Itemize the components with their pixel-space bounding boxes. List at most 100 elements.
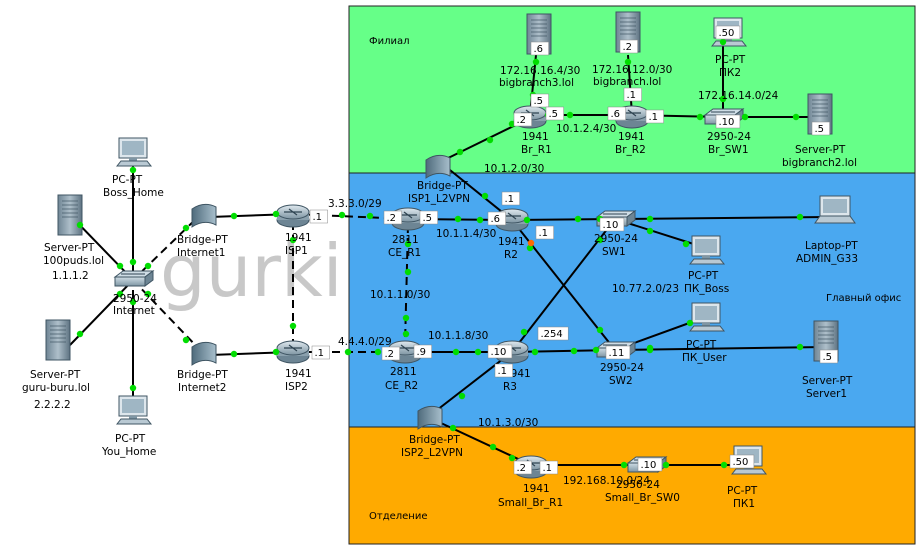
isp2-router-icon[interactable] [276, 340, 310, 364]
isp2-l2vpn-bridge-icon[interactable] [417, 405, 443, 430]
interface-tag-small-r1-vpn: .2 [513, 460, 532, 475]
label-r2-type: 1941 [498, 236, 525, 248]
labels: PC-PT Boss_Home Server-PT 100puds.lol 1.… [22, 54, 858, 510]
interface-tag-ce-r2-r3: .9 [413, 344, 432, 359]
port-dot [129, 166, 137, 174]
port-dot [570, 347, 578, 355]
port-dot [741, 113, 749, 121]
interface-tag-pc2: .50 [715, 25, 741, 40]
svg-text:.1: .1 [543, 463, 553, 474]
interface-tag-isp2-ce: .1 [311, 345, 330, 360]
port-dot [144, 262, 152, 270]
boss-home-pc-icon[interactable] [115, 137, 153, 167]
label-subnet-isp2-ce: 4.4.4.0/29 [338, 336, 392, 348]
label-isp1-type: 1941 [285, 232, 312, 244]
label-pc1-type: PC-PT [727, 485, 758, 497]
svg-text:.5: .5 [823, 352, 833, 363]
label-pcuser-name: ПК_User [682, 352, 727, 364]
label-laptop-name: ADMIN_G33 [796, 253, 858, 265]
label-subnet-ce-r1-ce-r2: 10.1.1.0/30 [370, 289, 430, 301]
label-r2-name: R2 [504, 249, 518, 261]
interface-tag-srv-bb: .2 [619, 39, 638, 54]
port-dot [620, 461, 628, 469]
svg-text:.6: .6 [491, 214, 501, 225]
internet-switch-icon[interactable] [113, 270, 155, 287]
link-r3-vpn2 [427, 351, 513, 418]
svg-text:.10: .10 [641, 460, 657, 471]
label-internet2-type: Bridge-PT [177, 369, 228, 381]
internet1-bridge-icon[interactable] [191, 203, 217, 228]
label-br-r2-type: 1941 [618, 131, 645, 143]
port-dot [129, 258, 137, 266]
svg-text:.2: .2 [385, 349, 395, 360]
label-ce-r1-name: CE_R1 [388, 247, 421, 259]
port-dot [116, 290, 124, 298]
isp1-router-icon[interactable] [276, 204, 310, 228]
port-dot [574, 215, 582, 223]
interface-tag-ce-r2-isp: .2 [381, 346, 400, 361]
interface-tag-br-r2-r1: .6 [607, 106, 626, 121]
interface-tag-small-sw0: .10 [637, 457, 663, 472]
label-subnet-main-lan: 10.77.2.0/23 [612, 283, 679, 295]
port-dot [338, 211, 346, 219]
port-dot [646, 227, 654, 235]
label-subnet-vpn1: 10.1.2.0/30 [484, 163, 544, 175]
label-br-r1-type: 1941 [522, 131, 549, 143]
server-100puds-server-icon[interactable] [57, 194, 83, 236]
label-br-r1-name: Br_R1 [521, 144, 552, 156]
interface-tag-ce-r1-isp: .2 [383, 210, 402, 225]
label-br-r2-name: Br_R2 [615, 144, 646, 156]
port-dot [486, 136, 494, 144]
port-dot [476, 216, 484, 224]
watermark: gurki [160, 229, 343, 313]
label-ce-r2-name: CE_R2 [385, 380, 418, 392]
port-dot [182, 336, 190, 344]
pc-boss-pc-icon[interactable] [688, 235, 726, 265]
label-boss-home-type: PC-PT [112, 174, 143, 186]
you-home-pc-icon[interactable] [115, 395, 153, 425]
port-dot [592, 346, 600, 354]
label-subnet-small-lan: 192.168.10.0/24 [563, 475, 650, 487]
label-name-bb: bigbranch.lol [593, 76, 661, 88]
interface-tag-sw2: .11 [605, 345, 631, 360]
label-guru-type: Server-PT [30, 369, 81, 381]
svg-text:.6: .6 [534, 44, 544, 55]
label-you-home-type: PC-PT [115, 433, 146, 445]
interface-tag-isp1-ce: .1 [309, 209, 328, 224]
label-100puds-name: 100puds.lol [43, 255, 104, 267]
svg-text:.10: .10 [491, 347, 507, 358]
link-r2-vpn1 [439, 161, 513, 221]
port-dot [523, 216, 531, 224]
label-name-bb3: bigbranch3.lol [499, 77, 574, 89]
port-dot [719, 38, 727, 46]
pc-user-pc-icon[interactable] [688, 302, 726, 332]
port-dot [374, 348, 382, 356]
label-100puds-addr: 1.1.1.2 [52, 270, 89, 282]
port-dot [452, 348, 460, 356]
svg-text:.1: .1 [539, 228, 549, 239]
svg-text:.5: .5 [423, 213, 433, 224]
svg-text:.5: .5 [549, 109, 559, 120]
interface-tag-r2-sw1: .1 [535, 225, 554, 240]
label-pcuser-type: PC-PT [686, 339, 717, 351]
port-dot [474, 348, 482, 356]
label-r3-name: R3 [503, 381, 517, 393]
interface-tag-r2-ce: .6 [487, 211, 506, 226]
zone-label-small: Отделение [369, 511, 428, 522]
port-dot [531, 348, 539, 356]
internet2-bridge-icon[interactable] [191, 341, 217, 366]
port-dot [624, 58, 632, 66]
isp1-l2vpn-bridge-icon[interactable] [425, 154, 451, 179]
port-dot [532, 58, 540, 66]
port-dot [662, 461, 670, 469]
server-guru-server-icon[interactable] [45, 319, 71, 361]
port-dot [404, 268, 412, 276]
port-dot [230, 212, 238, 220]
port-dot [289, 322, 297, 330]
label-pc1-name: ПК1 [733, 498, 755, 510]
port-dot [720, 461, 728, 469]
laptop-laptop-icon[interactable] [814, 195, 856, 224]
svg-text:.9: .9 [417, 347, 427, 358]
label-subnet-vpn2: 10.1.3.0/30 [478, 417, 538, 429]
label-100puds-type: Server-PT [44, 242, 95, 254]
